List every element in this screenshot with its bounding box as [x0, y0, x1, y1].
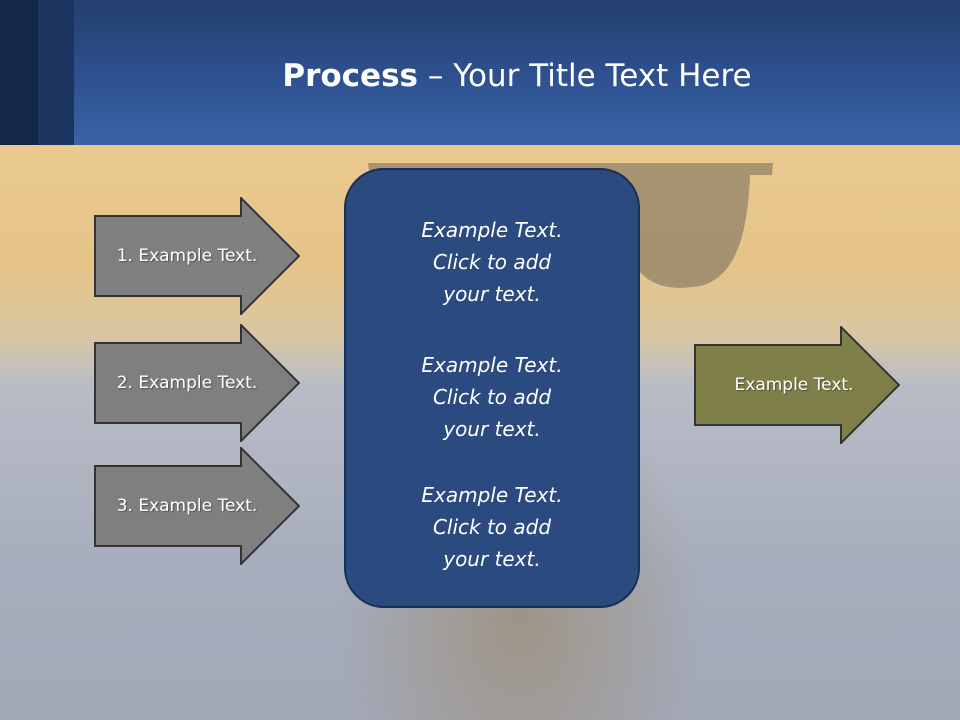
- input-arrow-label: 1. Example Text.: [116, 246, 258, 266]
- process-text-block[interactable]: Example Text. Click to add your text.: [346, 214, 638, 310]
- process-text-line: Example Text.: [421, 353, 563, 377]
- process-box[interactable]: Example Text. Click to add your text. Ex…: [344, 168, 640, 608]
- input-arrow-label: 3. Example Text.: [116, 496, 258, 516]
- process-text-block[interactable]: Example Text. Click to add your text.: [346, 479, 638, 575]
- arrow-shape: [94, 197, 300, 315]
- arrow-shape: [94, 324, 300, 442]
- input-arrow-label: 2. Example Text.: [116, 373, 258, 393]
- input-arrow-2[interactable]: 2. Example Text.: [94, 324, 300, 442]
- process-text-line: Click to add: [432, 515, 552, 539]
- header-accent-strip: [0, 0, 38, 145]
- arrow-shape: [694, 326, 900, 444]
- process-text-block[interactable]: Example Text. Click to add your text.: [346, 349, 638, 445]
- header-band: Process – Your Title Text Here: [0, 0, 960, 145]
- process-text-line: your text.: [443, 282, 541, 306]
- input-arrow-1[interactable]: 1. Example Text.: [94, 197, 300, 315]
- page-title: Process – Your Title Text Here: [74, 52, 960, 100]
- process-text-line: your text.: [443, 547, 541, 571]
- title-bold: Process: [282, 58, 418, 94]
- input-arrow-3[interactable]: 3. Example Text.: [94, 447, 300, 565]
- output-arrow[interactable]: Example Text.: [694, 326, 900, 444]
- process-text-line: Click to add: [432, 250, 552, 274]
- process-text-line: Example Text.: [421, 218, 563, 242]
- process-text-line: Click to add: [432, 385, 552, 409]
- output-arrow-label: Example Text.: [734, 375, 854, 395]
- arrow-shape: [94, 447, 300, 565]
- process-text-line: your text.: [443, 417, 541, 441]
- process-text-line: Example Text.: [421, 483, 563, 507]
- header-accent-strip: [38, 0, 74, 145]
- title-rest: – Your Title Text Here: [418, 58, 752, 94]
